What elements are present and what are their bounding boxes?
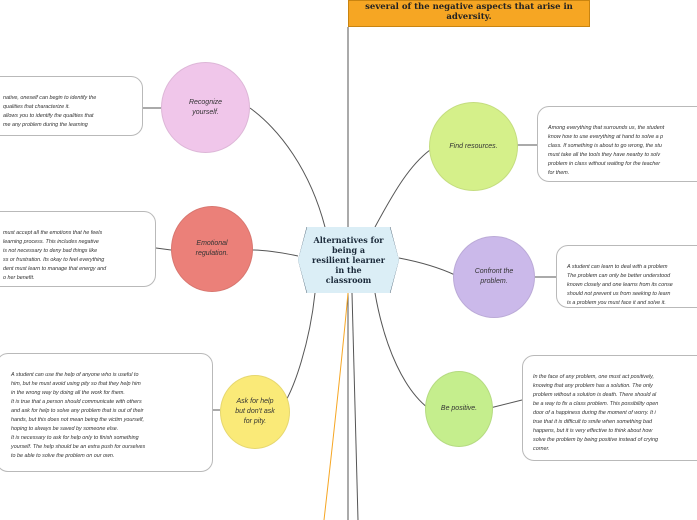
note-find-resources[interactable]: Among everything that surrounds us, the …	[537, 106, 697, 182]
line-positive-note	[489, 399, 523, 409]
node-find-label: Find resources.	[449, 142, 498, 150]
note-confront-text: A student can learn to deal with a probl…	[567, 264, 673, 306]
node-find-resources[interactable]: Find resources.	[429, 102, 518, 191]
main-title-text: several of the negative aspects that ari…	[365, 2, 573, 22]
node-emotional-regulation[interactable]: Emotional regulation.	[171, 206, 253, 292]
node-emotional-label: Emotional regulation.	[195, 240, 229, 257]
note-emotional-regulation[interactable]: must accept all the emotions that he fee…	[0, 211, 156, 287]
note-ask-text: A student can use the help of anyone who…	[11, 372, 146, 459]
line-center-emotional	[251, 249, 299, 257]
node-be-positive[interactable]: Be positive.	[425, 371, 493, 447]
note-positive-text: In the face of any problem, one must act…	[533, 374, 659, 452]
node-ask-label: Ask for help but don't ask for pity.	[235, 398, 275, 425]
node-positive-label: Be positive.	[440, 405, 478, 412]
note-find-text: Among everything that surrounds us, the …	[548, 125, 665, 176]
note-be-positive[interactable]: In the face of any problem, one must act…	[522, 355, 697, 461]
note-recognize-yourself[interactable]: native, oneself can begin to identify th…	[0, 76, 143, 136]
bottom-orange-branch	[323, 292, 349, 520]
node-recognize-yourself[interactable]: Recognize yourself.	[161, 62, 250, 153]
line-emotional-note	[155, 247, 172, 251]
line-center-recognize	[249, 107, 326, 228]
node-recognize-label: Recognize yourself.	[188, 98, 223, 116]
central-topic-text: Alternatives for being a resilient learn…	[312, 235, 385, 285]
main-title-bar[interactable]: several of the negative aspects that ari…	[348, 0, 590, 27]
node-confront-problem[interactable]: Confront the problem.	[453, 236, 535, 318]
line-center-confront	[398, 257, 456, 276]
note-ask-for-help[interactable]: A student can use the help of anyone who…	[0, 353, 213, 472]
central-topic[interactable]: Alternatives for being a resilient learn…	[298, 227, 399, 293]
line-center-find	[374, 149, 431, 228]
node-confront-label: Confront the problem.	[474, 268, 514, 285]
note-emotional-text: must accept all the emotions that he fee…	[3, 230, 107, 281]
line-center-positive	[374, 292, 429, 409]
note-confront-problem[interactable]: A student can learn to deal with a probl…	[556, 245, 697, 308]
bottom-dark-branch	[351, 292, 359, 520]
node-ask-for-help[interactable]: Ask for help but don't ask for pity.	[220, 375, 290, 449]
note-recognize-text: native, oneself can begin to identify th…	[3, 95, 97, 128]
